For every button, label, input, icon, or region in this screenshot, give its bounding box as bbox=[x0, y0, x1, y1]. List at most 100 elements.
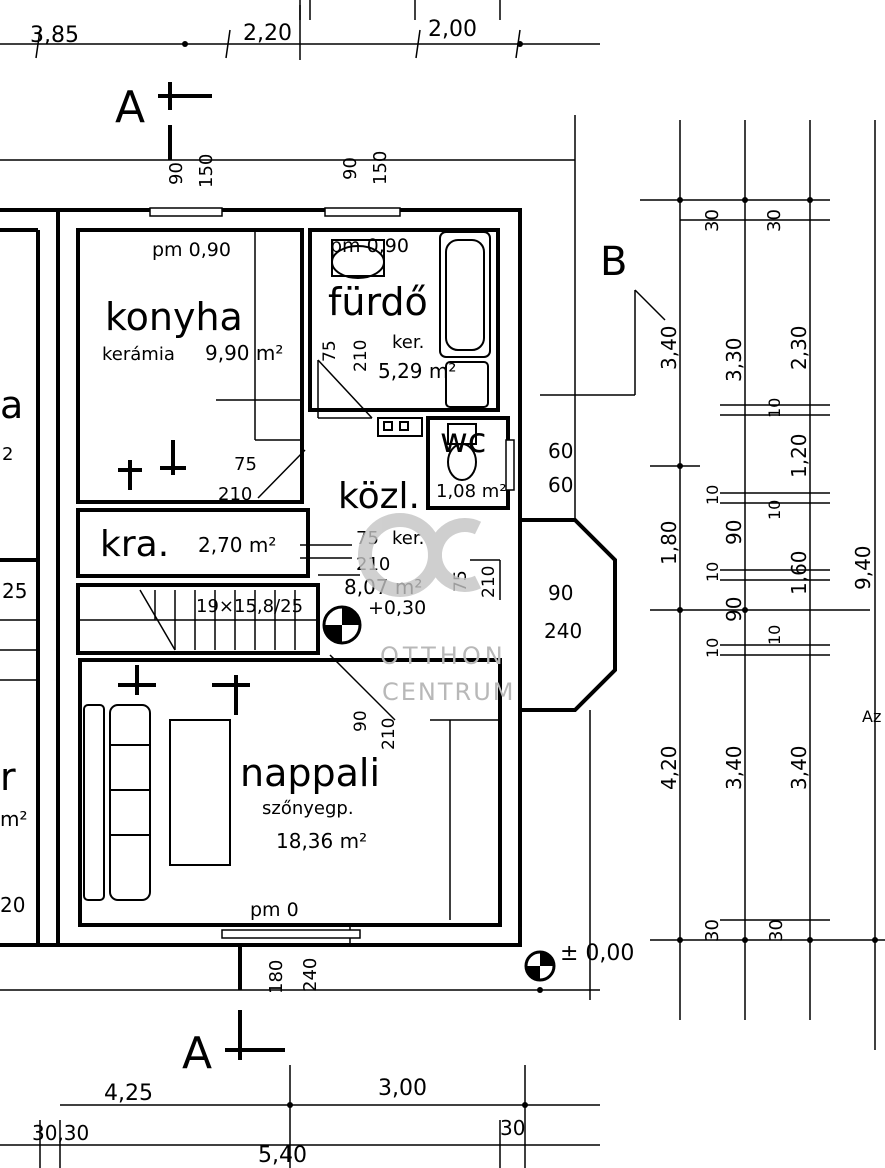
dim-bottom-3: 30,30 bbox=[32, 1121, 89, 1145]
dim-far-right-label: Az bbox=[862, 707, 881, 726]
dim-right-col1-2: 1,80 bbox=[657, 520, 681, 565]
dim-right-col3-4: 1,20 bbox=[787, 433, 811, 478]
left-room-partial-3: m² bbox=[0, 807, 28, 831]
dim-right-col3-3: 10 bbox=[765, 398, 784, 418]
section-a-top-label: A bbox=[115, 82, 145, 133]
room-name-kozl: közl. bbox=[338, 476, 420, 517]
room-area-konyha: 9,90 m² bbox=[205, 341, 283, 365]
ground-level: ± 0,00 bbox=[560, 941, 634, 966]
dim-top-3: 2,00 bbox=[428, 17, 477, 42]
dim-right-col3-7: 10 bbox=[765, 625, 784, 645]
dim-window-bath-w: 90 bbox=[340, 157, 361, 180]
stairs-dim-left: 25 bbox=[2, 579, 27, 603]
coffee-table bbox=[169, 719, 231, 866]
dim-door-living-w: 90 bbox=[351, 710, 371, 732]
dim-door-entry-w: 90 bbox=[548, 581, 573, 605]
interior-lines bbox=[0, 5, 666, 1000]
dim-door-wc-h: 60 bbox=[548, 473, 573, 497]
dim-right-col3-bottom: 30 bbox=[766, 919, 787, 942]
left-room-partial-4: 2 bbox=[2, 444, 13, 465]
sofa bbox=[83, 704, 151, 901]
left-room-partial-2: r bbox=[0, 755, 16, 799]
dim-window-living-h: 180 bbox=[266, 960, 287, 994]
stove bbox=[377, 417, 423, 437]
room-name-konyha: konyha bbox=[105, 295, 243, 339]
dim-door-bath-h: 210 bbox=[351, 340, 371, 372]
wardrobe bbox=[430, 719, 500, 920]
dim-right-col1-10a: 10 bbox=[703, 485, 722, 505]
dim-right-col1-3: 4,20 bbox=[657, 745, 681, 790]
dim-right-col3-6: 1,60 bbox=[787, 550, 811, 595]
section-a-top-marker bbox=[158, 82, 212, 160]
washbasin bbox=[331, 239, 385, 279]
walls bbox=[0, 208, 617, 947]
room-floor-konyha: kerámia bbox=[102, 344, 175, 365]
stair-steps bbox=[0, 589, 296, 681]
room-area-furdo: 5,29 m² bbox=[378, 359, 456, 383]
level-symbol-stairs bbox=[322, 605, 362, 645]
room-name-wc: wc bbox=[440, 421, 487, 461]
dim-top-1: 3,85 bbox=[30, 23, 79, 48]
dim-right-col2-1: 3,30 bbox=[722, 337, 746, 382]
dim-right-col2-2: 90 bbox=[722, 520, 746, 545]
room-floor-kozl: ker. bbox=[392, 528, 424, 549]
pm-kitchen: pm 0,90 bbox=[152, 239, 231, 261]
dim-right-col3-top: 30 bbox=[764, 209, 785, 232]
right-dimension-lines bbox=[640, 120, 885, 1050]
section-a-bottom-label: A bbox=[182, 1028, 212, 1079]
left-room-partial-1: a bbox=[0, 383, 23, 427]
dim-right-col3-5: 10 bbox=[765, 500, 784, 520]
dim-door-kitchen-w: 75 bbox=[234, 454, 257, 475]
room-area-wc: 1,08 m² bbox=[436, 481, 507, 502]
watermark-logo bbox=[358, 513, 482, 598]
dim-right-col1-10c: 10 bbox=[703, 638, 722, 658]
stairs-spec: 19×15,8/25 bbox=[196, 596, 303, 617]
dim-right-col2-4: 3,40 bbox=[722, 745, 746, 790]
dim-right-col1-10b: 10 bbox=[703, 562, 722, 582]
dim-right-col1-top: 30 bbox=[702, 209, 723, 232]
room-area-nappali: 18,36 m² bbox=[276, 829, 367, 853]
dim-bottom-4: 5,40 bbox=[258, 1143, 307, 1168]
room-name-kra: kra. bbox=[100, 524, 169, 565]
light-markers bbox=[118, 440, 250, 715]
dim-window-kitchen-h: 150 bbox=[196, 154, 217, 188]
dim-door-wc-w: 60 bbox=[548, 439, 573, 463]
dim-bottom-2: 3,00 bbox=[378, 1076, 427, 1101]
section-b-label: B bbox=[600, 239, 627, 285]
room-name-nappali: nappali bbox=[240, 751, 380, 795]
pm-living: pm 0 bbox=[250, 899, 299, 921]
dim-window-kitchen-w: 90 bbox=[166, 162, 187, 185]
bottom-dimension-lines bbox=[0, 1065, 600, 1168]
dim-right-col3-2: 2,30 bbox=[787, 325, 811, 370]
room-floor-nappali: szőnyegp. bbox=[262, 798, 354, 819]
dim-door-living-h: 210 bbox=[379, 718, 399, 750]
dim-top-2: 2,20 bbox=[243, 21, 292, 46]
stairs-level: +0,30 bbox=[368, 597, 426, 619]
dim-door-bath-w: 75 bbox=[320, 340, 340, 362]
dim-left-bottom: 20 bbox=[0, 893, 25, 917]
dim-right-col4-1: 9,40 bbox=[851, 545, 875, 590]
watermark-line1: OTTHON bbox=[380, 642, 507, 670]
dim-door-kitchen-h: 210 bbox=[218, 484, 252, 505]
section-a-bottom-marker bbox=[225, 945, 285, 1060]
dim-window-living-w: 240 bbox=[300, 958, 321, 992]
dim-window-bath-h: 150 bbox=[370, 151, 391, 185]
dim-right-col2-3: 90 bbox=[722, 597, 746, 622]
level-symbol-ground bbox=[524, 950, 556, 982]
dim-right-col3-8: 3,40 bbox=[787, 745, 811, 790]
dim-right-col1-bottom: 30 bbox=[702, 919, 723, 942]
dim-bottom-5: 30 bbox=[500, 1116, 525, 1140]
pm-bath: pm 0,90 bbox=[330, 235, 409, 257]
room-name-furdo: fürdő bbox=[328, 280, 428, 324]
dim-door-entry-h: 240 bbox=[544, 619, 582, 643]
dim-door-entry-inner-h: 210 bbox=[479, 566, 499, 598]
windows bbox=[149, 207, 515, 939]
watermark-line2: CENTRUM bbox=[382, 678, 515, 706]
room-floor-furdo: ker. bbox=[392, 332, 424, 353]
room-area-kra: 2,70 m² bbox=[198, 533, 276, 557]
dim-bottom-1: 4,25 bbox=[104, 1081, 153, 1106]
bathtub bbox=[439, 231, 491, 408]
toilet bbox=[447, 423, 477, 481]
dim-right-col1-1: 3,40 bbox=[657, 325, 681, 370]
